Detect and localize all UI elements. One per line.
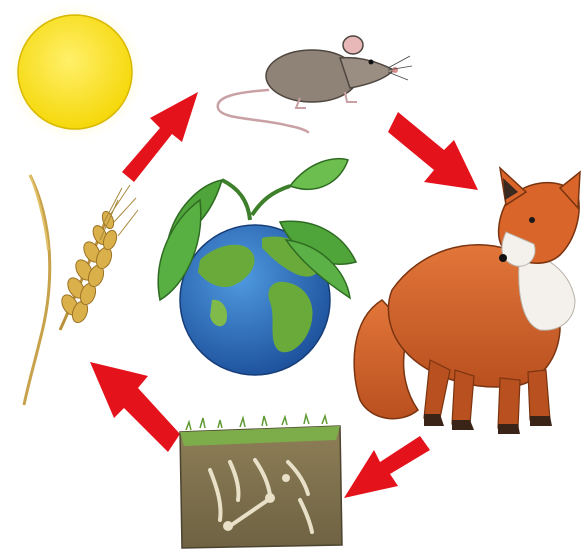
fox-icon xyxy=(354,168,580,434)
arrow-soil-to-wheat xyxy=(90,362,180,452)
arrow-fox-to-soil xyxy=(344,436,430,498)
earth-with-leaves-icon xyxy=(158,159,356,375)
soil-bones-icon xyxy=(180,415,342,548)
arrow-mouse-to-fox xyxy=(388,112,478,190)
mouse-icon xyxy=(218,36,412,132)
sun-icon xyxy=(3,0,147,144)
